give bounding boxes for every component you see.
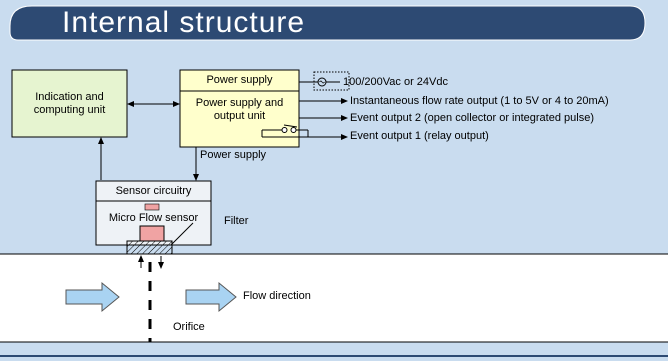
indication-unit-label: Indication and computing unit [33, 91, 106, 116]
flow-arrow-left [65, 281, 120, 313]
sensor-circuitry-label: Sensor circuitry [115, 185, 192, 197]
power-input-box [313, 71, 350, 91]
power-input-label: 100/200Vac or 24Vdc [343, 76, 448, 88]
sensor-circuit-chip [144, 203, 160, 211]
power-supply-header-label: Power supply [206, 74, 273, 86]
filter-leader-line [170, 222, 194, 246]
flow-arrow-right [185, 281, 237, 313]
instantaneous-output-label: Instantaneous flow rate output (1 to 5V … [350, 95, 609, 107]
title-bar [9, 5, 646, 41]
event1-output-label: Event output 1 (relay output) [350, 130, 489, 142]
power-supply-link-label: Power supply [200, 149, 267, 161]
orifice-label: Orifice [173, 321, 205, 333]
power-supply-unit-label: Power supply and output unit [195, 97, 284, 122]
micro-flow-sensor-chip [139, 225, 165, 242]
filter-element [126, 240, 173, 255]
event2-output-label: Event output 2 (open collector or integr… [350, 112, 594, 124]
filter-label: Filter [224, 215, 249, 227]
power-supply-box [179, 69, 300, 148]
page-title: Internal structure [62, 6, 306, 39]
flow-direction-label: Flow direction [243, 290, 311, 302]
micro-flow-sensor-label: Micro Flow sensor [108, 212, 199, 224]
